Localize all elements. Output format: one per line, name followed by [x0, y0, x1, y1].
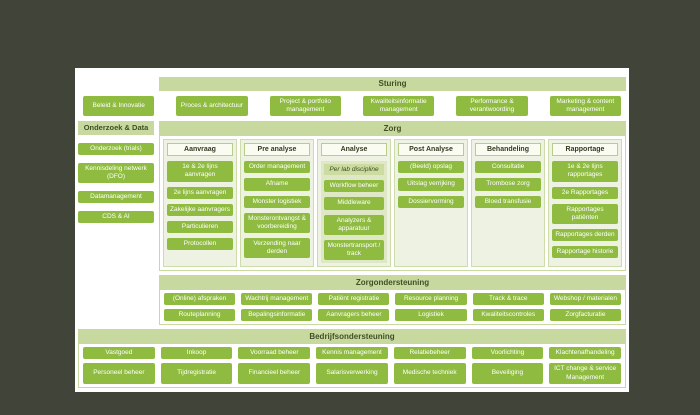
zorgondersteuning-item: Patiënt registratie [318, 293, 390, 306]
zorg-item: Consultatie [475, 161, 541, 174]
bedrijfsondersteuning-item: Vastgoed [83, 347, 155, 360]
zorg-item: Analyzers & apparatuur [324, 214, 384, 235]
sturing-item-project-portfolio: Project & portfolio management [269, 96, 341, 117]
zorg-item: Particulieren [167, 220, 233, 233]
zorgondersteuning-item: Webshop / materialen [549, 293, 621, 306]
onderzoek-item-cds-ai: CDS & AI [78, 211, 154, 224]
zorgondersteuning-items: (Online) afspraken Wachtrij management P… [160, 290, 625, 324]
zorg-item: Zakelijke aanvragers [167, 203, 233, 216]
zorgondersteuning-item: Bepalingsinformatie [241, 309, 313, 322]
sturing-item-proces-architectuur: Proces & architectuur [176, 96, 248, 117]
sturing-section-header: Sturing [159, 77, 626, 91]
sturing-item-kwaliteitsinformatie: Kwaliteitsinformatie management [363, 96, 435, 117]
zorg-item: 1e & 2e lijns rapportages [552, 161, 618, 182]
zorgondersteuning-item: Wachtrij management [241, 293, 313, 306]
bedrijfsondersteuning-item: Inkoop [160, 347, 233, 360]
zorg-column-pre-analyse: Pre analyse Order management Afname Mons… [240, 139, 314, 267]
bedrijfsondersteuning-item: Klachtenafhandeling [549, 347, 621, 360]
zorg-item: Uitslag verrijking [398, 178, 464, 191]
zorg-item: Dossiervorming [398, 195, 464, 208]
zorg-item: Rapportage historie [552, 246, 618, 259]
zorg-item: Rapportages patiënten [552, 203, 618, 224]
zorg-item: Afname [244, 178, 310, 191]
bedrijfsondersteuning-item: Relatiebeheer [393, 347, 466, 360]
zorg-item: Bloed transfusie [475, 195, 541, 208]
onderzoek-data-column: Onderzoek & Data Onderzoek (trials) Kenn… [78, 121, 154, 271]
zorgondersteuning-left-spacer [78, 275, 154, 325]
zorg-column-rapportage: Rapportage 1e & 2e lijns rapportages 2e … [548, 139, 622, 267]
zorg-column-aanvraag: Aanvraag 1e & 2e lijns aanvragen 2e lijn… [163, 139, 237, 267]
zorgondersteuning-item: Logistiek [395, 309, 467, 322]
zorg-column-behandeling: Behandeling Consultatie Trombose zorg Bl… [471, 139, 545, 267]
bedrijfsondersteuning-item: Tijdregistratie [160, 363, 233, 384]
zorg-item: Monsterontvangst & voorbereiding [244, 212, 310, 233]
zorg-item: 2e Rapportages [552, 186, 618, 199]
bedrijfsondersteuning-section-header: Bedrijfsondersteuning [79, 330, 625, 345]
zorg-item: 1e & 2e lijns aanvragen [167, 161, 233, 182]
zorg-item: Trombose zorg [475, 178, 541, 191]
per-lab-discipline-label: Per lab discipline [324, 164, 384, 176]
bedrijfsondersteuning-section: Bedrijfsondersteuning Vastgoed Inkoop Vo… [78, 329, 626, 388]
onderzoek-item-trials: Onderzoek (trials) [78, 142, 154, 155]
zorg-column-header: Aanvraag [167, 143, 233, 157]
bedrijfsondersteuning-items: Vastgoed Inkoop Voorraad beheer Kennis m… [79, 344, 625, 386]
bedrijfsondersteuning-item: Salarisverwerking [316, 363, 388, 384]
sturing-left-spacer [78, 77, 154, 91]
bedrijfsondersteuning-item: Beveiliging [471, 363, 544, 384]
zorg-column-header: Pre analyse [244, 143, 310, 157]
zorg-column-header: Behandeling [475, 143, 541, 157]
zorg-item: Middleware [324, 197, 384, 210]
zorg-column-header: Analyse [321, 143, 387, 157]
zorgondersteuning-item: (Online) afspraken [164, 293, 236, 306]
zorgondersteuning-item: Zorgfacturatie [549, 309, 621, 322]
bedrijfsondersteuning-item: ICT change & service Management [549, 363, 621, 384]
zorg-item: Verzending naar derden [244, 237, 310, 259]
zorgondersteuning-item: Track & trace [472, 293, 544, 306]
zorgondersteuning-section: Zorgondersteuning (Online) afspraken Wac… [159, 275, 626, 326]
bedrijfsondersteuning-item: Voorraad beheer [238, 347, 311, 360]
bedrijfsondersteuning-item: Voorlichting [471, 347, 544, 360]
zorg-column-post-analyse: Post Analyse (Beeld) opslag Uitslag verr… [394, 139, 468, 267]
zorgondersteuning-item: Aanvragers beheer [318, 309, 390, 322]
zorg-item: Monstertransport / track [324, 239, 384, 260]
zorg-columns: Aanvraag 1e & 2e lijns aanvragen 2e lijn… [160, 136, 625, 270]
zorg-item: Monster logistiek [244, 195, 310, 208]
onderzoek-section-header: Onderzoek & Data [78, 121, 154, 135]
analyse-lab-discipline-panel: Per lab discipline Workflow beheer Middl… [321, 161, 387, 263]
main-row: Onderzoek & Data Onderzoek (trials) Kenn… [78, 121, 626, 271]
zorg-column-header: Rapportage [552, 143, 618, 157]
zorg-item: Rapportages derden [552, 228, 618, 241]
bedrijfsondersteuning-item: Personeel beheer [83, 363, 155, 384]
sturing-item-beleid-innovatie: Beleid & Innovatie [83, 96, 155, 117]
zorg-item: Protocollen [167, 237, 233, 250]
sturing-item-performance: Performance & verantwoording [456, 96, 528, 117]
sturing-item-marketing-content: Marketing & content management [549, 96, 621, 117]
zorg-item: (Beeld) opslag [398, 161, 464, 174]
bedrijfsondersteuning-item: Financieel beheer [238, 363, 311, 384]
zorgondersteuning-item: Resource planning [395, 293, 467, 306]
bedrijfsondersteuning-item: Medische techniek [393, 363, 466, 384]
zorg-item: Order management [244, 161, 310, 174]
zorg-section-header: Zorg [160, 122, 625, 137]
zorgondersteuning-row: Zorgondersteuning (Online) afspraken Wac… [78, 275, 626, 326]
zorg-item: Workflow beheer [324, 180, 384, 193]
onderzoek-item-kennisdeling: Kennisdeling netwerk (DFO) [78, 162, 154, 184]
zorgondersteuning-section-header: Zorgondersteuning [160, 276, 625, 290]
bedrijfsondersteuning-item: Kennis management [316, 347, 388, 360]
sturing-items: Beleid & Innovatie Proces & architectuur… [78, 95, 626, 117]
onderzoek-item-datamanagement: Datamanagement [78, 191, 154, 204]
zorgondersteuning-item: Routeplanning [164, 309, 236, 322]
zorgondersteuning-item: Kwaliteitscontroles [472, 309, 544, 322]
zorg-column-analyse: Analyse Per lab discipline Workflow behe… [317, 139, 391, 267]
capability-map-panel: Sturing Beleid & Innovatie Proces & arch… [75, 68, 629, 392]
zorg-item: 2e lijns aanvragen [167, 186, 233, 199]
sturing-header-row: Sturing [78, 77, 626, 91]
zorg-column-header: Post Analyse [398, 143, 464, 157]
zorg-section: Zorg Aanvraag 1e & 2e lijns aanvragen 2e… [159, 121, 626, 271]
